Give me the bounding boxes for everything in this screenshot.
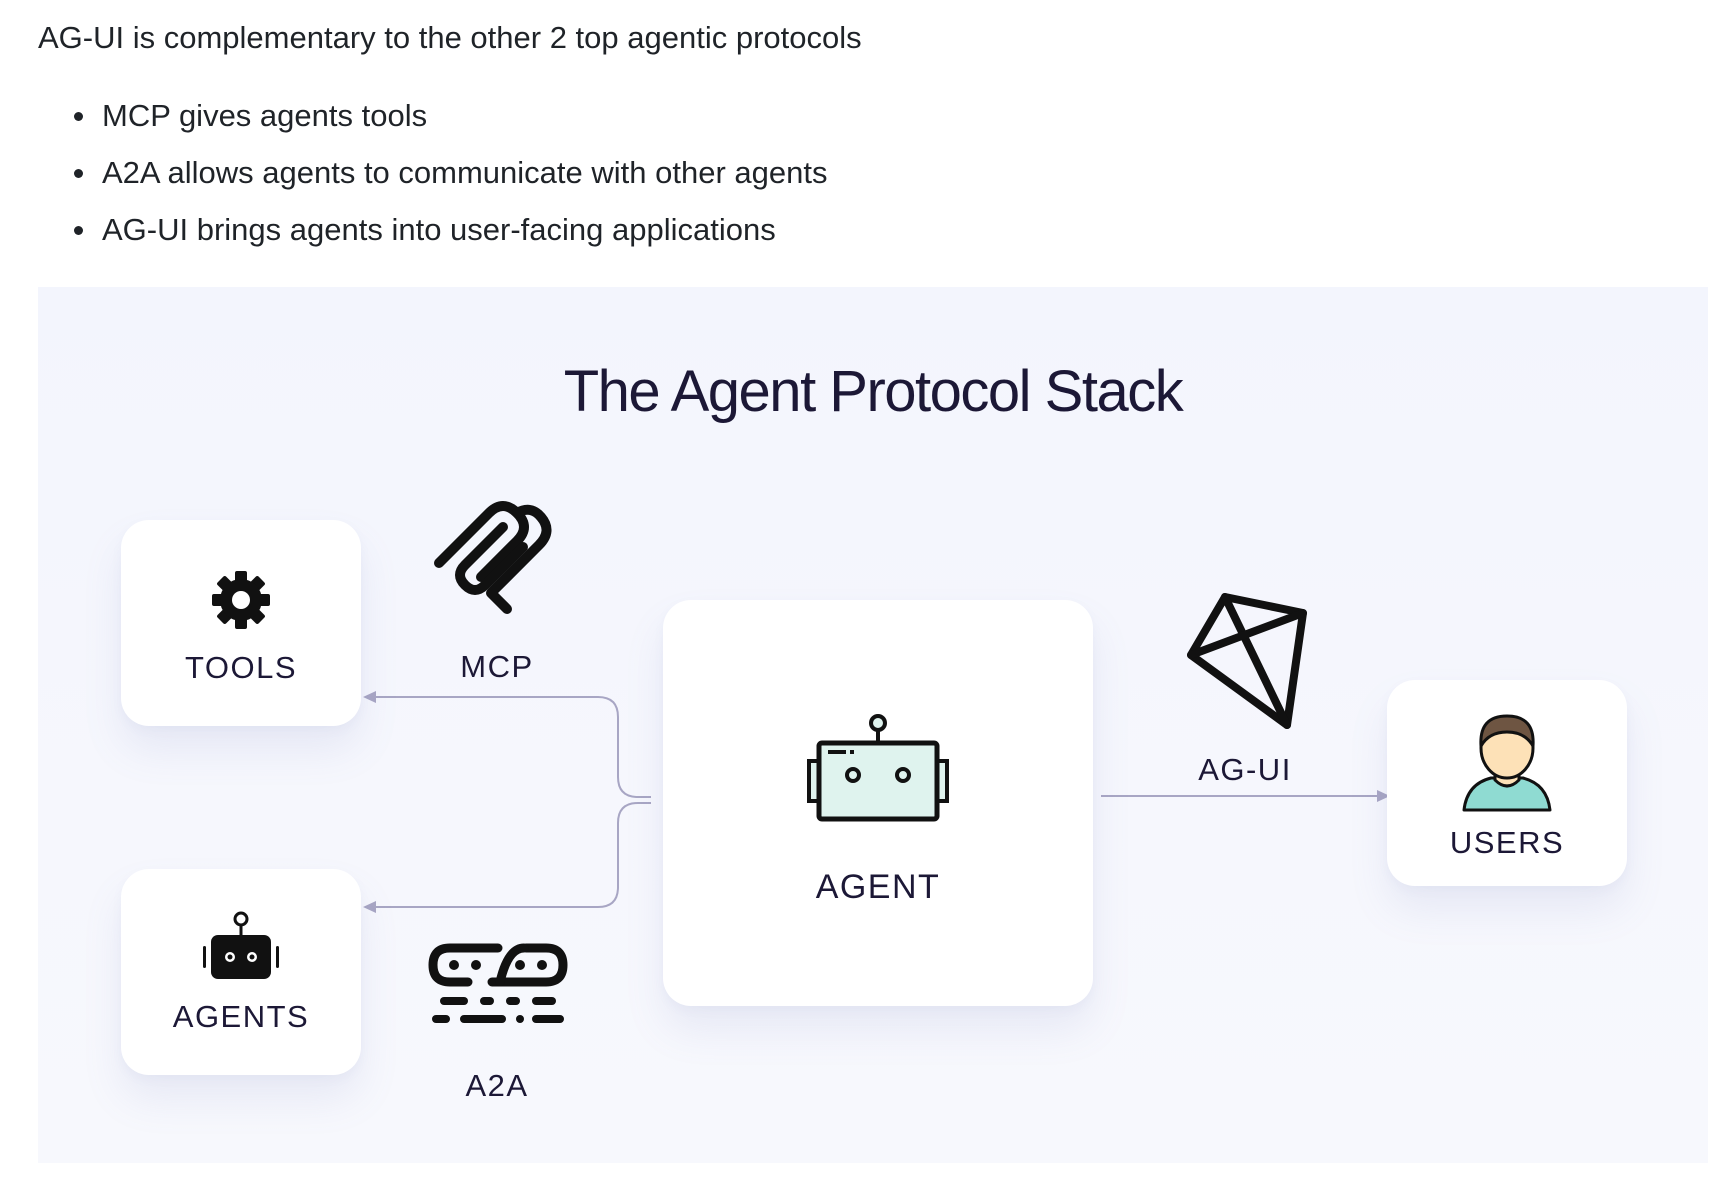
a2a-logo-icon bbox=[428, 943, 568, 1023]
gear-icon bbox=[212, 571, 270, 629]
users-node: USERS bbox=[1387, 680, 1627, 886]
tools-node: TOOLS bbox=[121, 520, 361, 726]
a2a-arrowhead-icon bbox=[363, 901, 376, 913]
mcp-logo-icon bbox=[434, 501, 552, 614]
ag-ui-label: AG-UI bbox=[1198, 752, 1292, 787]
mcp-label: MCP bbox=[460, 649, 534, 684]
list-item: MCP gives agents tools bbox=[38, 96, 827, 136]
list-item-text: A2A allows agents to communicate with ot… bbox=[102, 155, 828, 190]
robot-icon bbox=[807, 714, 949, 822]
a2a-label: A2A bbox=[465, 1068, 529, 1103]
ag-ui-arrowhead-icon bbox=[1377, 790, 1390, 802]
agent-protocol-stack-diagram: The Agent Protocol Stack bbox=[38, 287, 1708, 1163]
protocol-list: MCP gives agents tools A2A allows agents… bbox=[38, 96, 827, 267]
agents-label: AGENTS bbox=[172, 999, 310, 1034]
a2a-connector bbox=[373, 802, 651, 908]
intro-text: AG-UI is complementary to the other 2 to… bbox=[38, 20, 862, 55]
agent-node: AGENT bbox=[663, 600, 1093, 1006]
list-item-text: AG-UI brings agents into user-facing app… bbox=[102, 212, 776, 247]
bullet-icon bbox=[74, 112, 83, 121]
mcp-connector bbox=[373, 696, 651, 798]
bullet-icon bbox=[74, 226, 83, 235]
agents-node: AGENTS bbox=[121, 869, 361, 1075]
robot-icon bbox=[203, 911, 279, 979]
diagram-title: The Agent Protocol Stack bbox=[563, 359, 1184, 424]
list-item: A2A allows agents to communicate with ot… bbox=[38, 153, 827, 193]
tools-label: TOOLS bbox=[184, 650, 298, 685]
list-item: AG-UI brings agents into user-facing app… bbox=[38, 210, 827, 250]
bullet-icon bbox=[74, 169, 83, 178]
user-icon bbox=[1462, 714, 1552, 812]
users-label: USERS bbox=[1449, 825, 1565, 860]
mcp-arrowhead-icon bbox=[363, 691, 376, 703]
agent-label: AGENT bbox=[815, 868, 941, 906]
connector-lines bbox=[363, 691, 1390, 913]
ag-ui-logo-icon bbox=[1187, 593, 1307, 729]
list-item-text: MCP gives agents tools bbox=[102, 98, 428, 133]
